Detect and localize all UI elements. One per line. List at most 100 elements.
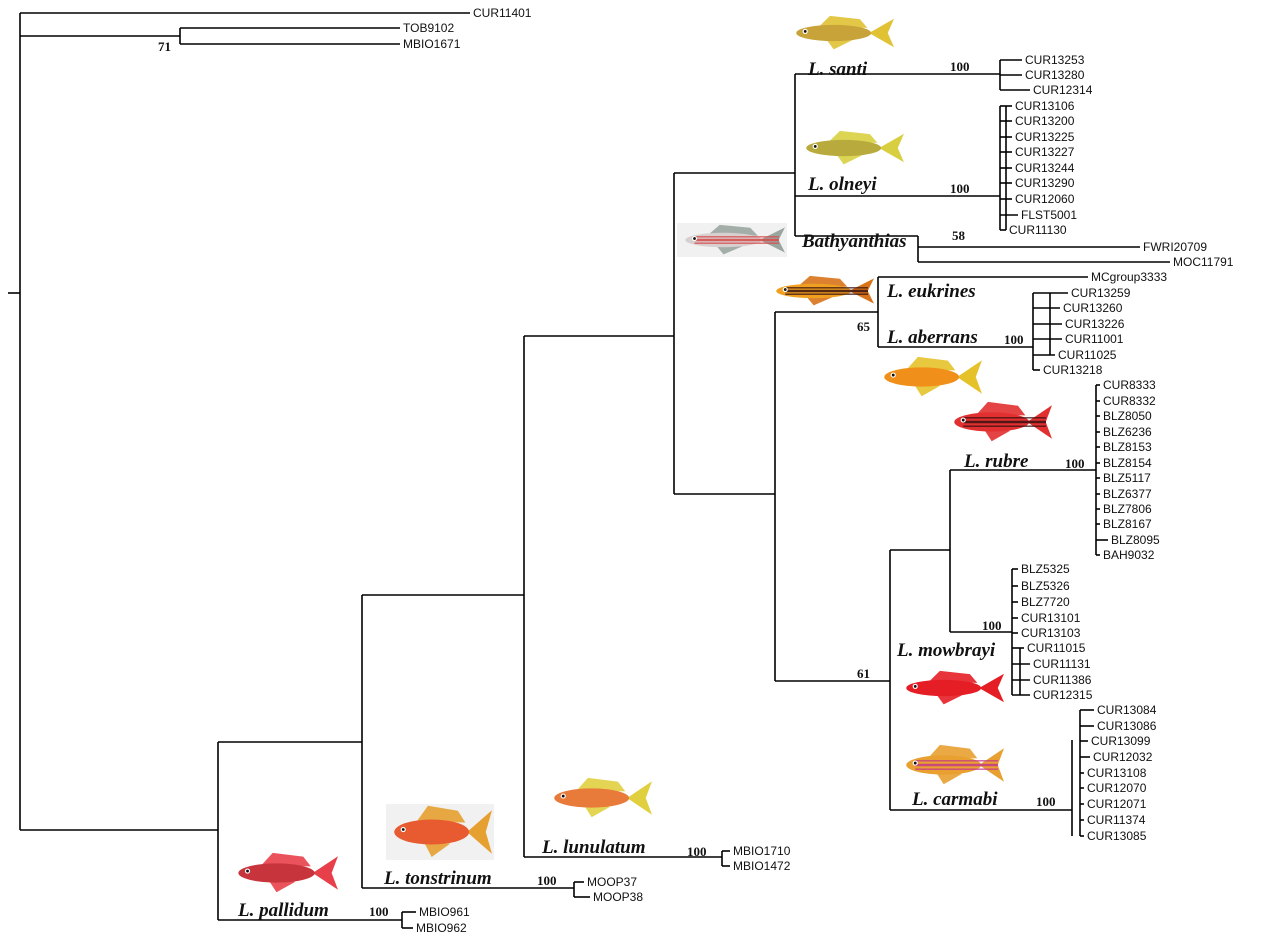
tip-label: CUR11386 <box>1033 673 1092 687</box>
tip-label: CUR13253 <box>1025 53 1085 67</box>
tip-label: BLZ8153 <box>1103 440 1152 454</box>
tip-label: MBIO1710 <box>733 844 791 858</box>
species-name-aberrans: L. aberrans <box>886 327 978 348</box>
support-value: 100 <box>537 873 557 888</box>
fish-illustrations <box>238 15 1052 893</box>
fish-illustration-rubre <box>954 401 1052 442</box>
tip-label: CUR12032 <box>1093 750 1153 764</box>
tip-label: BLZ7806 <box>1103 502 1152 516</box>
tip-label: MBIO1472 <box>733 859 791 873</box>
tree-branches <box>8 12 1170 929</box>
support-value: 58 <box>952 228 966 243</box>
species-name-lunulatum: L. lunulatum <box>541 837 646 858</box>
support-value: 100 <box>1065 456 1085 471</box>
support-value: 100 <box>982 618 1002 633</box>
tip-label: BLZ8154 <box>1103 456 1152 470</box>
tip-label: CUR13200 <box>1015 114 1075 128</box>
tip-label: CUR13290 <box>1015 176 1075 190</box>
tip-label: CUR13099 <box>1091 734 1151 748</box>
tip-label: FLST5001 <box>1021 208 1077 222</box>
support-value: 100 <box>1004 332 1024 347</box>
tip-label: CUR13106 <box>1015 99 1075 113</box>
tip-label: CUR13244 <box>1015 161 1075 175</box>
tip-label: CUR11130 <box>1009 223 1067 237</box>
tip-label: CUR13108 <box>1087 766 1147 780</box>
species-name-rubre: L. rubre <box>963 451 1029 472</box>
support-value: 61 <box>857 666 870 681</box>
tip-label: MOOP37 <box>587 875 637 889</box>
fish-illustration-mowbrayi <box>906 670 1004 705</box>
tip-label: BLZ6377 <box>1103 487 1152 501</box>
fish-illustration-eukrines <box>776 275 874 306</box>
support-value: 71 <box>158 39 171 54</box>
fish-illustration-olneyi <box>806 130 904 165</box>
tip-label: BAH9032 <box>1103 548 1155 562</box>
support-value: 100 <box>369 904 389 919</box>
tip-label: CUR11015 <box>1027 641 1086 655</box>
species-name-bathyanthias: Bathyanthias <box>801 231 907 252</box>
tip-label: BLZ8050 <box>1103 409 1152 423</box>
tip-label: CUR13225 <box>1015 130 1075 144</box>
species-name-pallidum: L. pallidum <box>237 900 329 921</box>
tip-label: CUR13218 <box>1043 363 1103 377</box>
fish-illustration-santi <box>796 15 894 50</box>
tip-label: CUR8332 <box>1103 394 1156 408</box>
fish-illustration-tonstrinum <box>386 804 494 860</box>
tip-label: CUR13226 <box>1065 317 1125 331</box>
tip-label: BLZ6236 <box>1103 425 1152 439</box>
fish-illustration-pallidum <box>238 852 338 893</box>
tip-label: CUR13259 <box>1071 286 1131 300</box>
tip-label: CUR11025 <box>1058 348 1117 362</box>
tip-label: MCgroup3333 <box>1091 270 1167 284</box>
tip-label: CUR13086 <box>1097 719 1157 733</box>
species-name-carmabi: L. carmabi <box>911 789 998 810</box>
species-name-eukrines: L. eukrines <box>886 281 976 302</box>
support-value: 100 <box>687 844 707 859</box>
species-name-mowbrayi: L. mowbrayi <box>896 640 996 661</box>
tip-label: CUR13085 <box>1087 829 1147 843</box>
tip-label: CUR11131 <box>1033 657 1091 671</box>
fish-illustration-aberrans <box>884 356 982 397</box>
support-value: 100 <box>950 181 970 196</box>
tip-label: CUR12070 <box>1087 781 1147 795</box>
tip-label: CUR12314 <box>1033 83 1093 97</box>
tip-label: CUR11401 <box>473 6 532 20</box>
tip-label: CUR12315 <box>1033 688 1093 702</box>
support-value: 65 <box>857 319 871 334</box>
tip-label: BLZ8095 <box>1111 533 1160 547</box>
tip-label: CUR11001 <box>1065 332 1124 346</box>
tip-label: BLZ5326 <box>1021 579 1070 593</box>
species-name-tonstrinum: L. tonstrinum <box>383 868 492 889</box>
tip-label: CUR12060 <box>1015 192 1075 206</box>
tip-label: MOC11791 <box>1173 255 1234 269</box>
tip-label: MBIO1671 <box>403 37 461 51</box>
tip-label: CUR13280 <box>1025 68 1085 82</box>
tip-label: FWRI20709 <box>1143 240 1207 254</box>
support-value: 100 <box>950 59 970 74</box>
tip-label: CUR13260 <box>1063 301 1123 315</box>
tip-label: MOOP38 <box>593 890 643 904</box>
tip-label: CUR12071 <box>1087 797 1147 811</box>
species-name-olneyi: L. olneyi <box>807 174 877 195</box>
fish-illustration-carmabi <box>906 744 1004 785</box>
tip-label: CUR13103 <box>1021 626 1081 640</box>
support-value: 100 <box>1036 794 1056 809</box>
tip-label: CUR11374 <box>1087 813 1146 827</box>
tip-label: BLZ7720 <box>1021 595 1070 609</box>
tip-label: BLZ5325 <box>1021 562 1070 576</box>
fish-illustration-lunulatum <box>554 777 652 818</box>
species-name-santi: L. santi <box>807 59 868 80</box>
fish-illustration-bathyanthias <box>677 223 787 257</box>
tip-label: MBIO961 <box>419 905 470 919</box>
tip-label: MBIO962 <box>416 921 467 935</box>
tree-labels: L. santi L. olneyi Bathyanthias L. eukri… <box>158 6 1234 935</box>
tip-label: TOB9102 <box>403 21 454 35</box>
tip-label: BLZ5117 <box>1103 471 1151 485</box>
tip-label: CUR13101 <box>1021 611 1081 625</box>
tip-label: CUR13227 <box>1015 145 1075 159</box>
tip-label: CUR13084 <box>1097 703 1157 717</box>
tip-label: CUR8333 <box>1103 378 1156 392</box>
tip-label: BLZ8167 <box>1103 517 1152 531</box>
